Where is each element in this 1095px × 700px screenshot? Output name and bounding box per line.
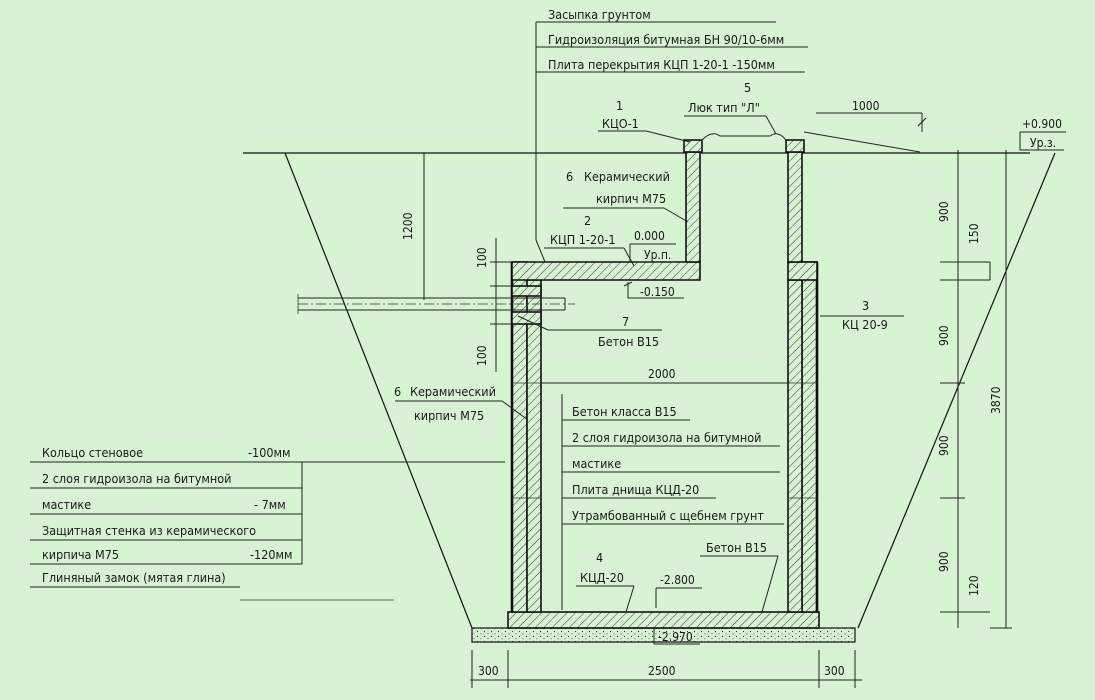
level-bottom: -2.800 -2.970 [653,573,702,645]
svg-text:2500: 2500 [648,664,676,678]
svg-text:Люк тип "Л": Люк тип "Л" [688,100,760,115]
neck-ring-right [785,139,805,153]
bottom-slab [507,611,820,629]
svg-text:Бетон класса В15: Бетон класса В15 [572,404,677,419]
callout-backfill: Засыпка грунтом [548,7,651,22]
callout-part-4: 4 КЦД-20 [576,550,635,613]
svg-text:Бетон В15: Бетон В15 [598,334,659,349]
svg-text:100: 100 [475,247,489,268]
cover-slab [511,261,701,281]
callout-brick-upper: 6 Керамический кирпич М75 [563,169,689,223]
svg-text:6: 6 [394,384,401,399]
svg-text:мастике: мастике [572,456,621,471]
left-brick-wall [526,279,542,613]
svg-text:0.000: 0.000 [634,229,665,243]
left-layers-table: Кольцо стеновое -100мм 2 слоя гидроизола… [30,445,505,601]
svg-text:мастике: мастике [42,497,91,512]
svg-text:300: 300 [824,664,845,678]
neck-right-wall [787,151,803,263]
svg-text:900: 900 [937,435,951,456]
svg-text:Плита днища КЦД-20: Плита днища КЦД-20 [572,482,699,497]
svg-text:2: 2 [584,213,591,228]
inlet-pipe [297,285,575,325]
svg-text:КЦ 20-9: КЦ 20-9 [842,317,888,332]
callout-part-7: 7 Бетон В15 [517,314,662,349]
svg-text:Бетон В15: Бетон В15 [706,540,767,555]
excavation-outline [243,152,1056,629]
svg-text:900: 900 [937,551,951,572]
svg-text:- 7мм: - 7мм [254,497,286,512]
svg-text:100: 100 [475,345,489,366]
right-dims: 900 150 900 900 900 120 3870 [937,150,1012,629]
level-zero: 0.000 Ур.п. [629,229,676,263]
svg-text:5: 5 [744,80,751,95]
svg-text:1000: 1000 [852,99,880,113]
level-minus-0150: -0.150 [623,281,684,299]
svg-text:2000: 2000 [648,367,676,381]
svg-text:Керамический: Керамический [410,384,496,399]
svg-text:4: 4 [596,550,603,565]
svg-text:150: 150 [967,223,981,244]
cover-slab-right [787,261,818,281]
neck-left-wall [685,151,701,263]
svg-text:120: 120 [967,575,981,596]
svg-text:3870: 3870 [989,386,1003,414]
callout-waterproofing: Гидроизоляция битумная БН 90/10-6мм [548,32,784,47]
left-dims: 1200 100 100 [401,153,512,372]
inner-layer-callouts: Бетон класса В15 2 слоя гидроизола на би… [561,394,784,610]
svg-text:-0.150: -0.150 [640,285,675,299]
right-ring-wall [801,261,818,613]
callout-part-5: 5 Люк тип "Л" [684,80,777,135]
svg-text:-2.970: -2.970 [658,630,693,644]
dim-1000: 1000 [803,99,927,153]
svg-text:Ур.з.: Ур.з. [1030,136,1056,150]
svg-text:Утрамбованный с щебнем грунт: Утрамбованный с щебнем грунт [572,508,764,523]
svg-text:кирпич М75: кирпич М75 [596,191,666,206]
neck-ring-left [683,139,703,153]
top-callouts: Засыпка грунтом Гидроизоляция битумная Б… [535,7,808,263]
callout-cover-plate: Плита перекрытия КЦП 1-20-1 -150мм [548,57,775,72]
svg-text:КЦД-20: КЦД-20 [580,570,624,585]
svg-text:-2.800: -2.800 [660,573,695,587]
svg-text:кирпич М75: кирпич М75 [414,408,484,423]
callout-part-1: 1 КЦО-1 [598,98,691,143]
svg-text:+0.900: +0.900 [1022,117,1062,131]
svg-text:Керамический: Керамический [584,169,670,184]
svg-text:КЦО-1: КЦО-1 [602,116,639,131]
svg-text:2 слоя гидроизола на битумной: 2 слоя гидроизола на битумной [572,430,761,445]
svg-text:-120мм: -120мм [250,547,293,562]
svg-text:1: 1 [616,98,623,113]
manhole-hatch [701,133,787,141]
svg-text:3: 3 [862,298,869,313]
callout-part-3: 3 КЦ 20-9 [820,298,904,332]
svg-text:Ур.п.: Ур.п. [644,248,671,262]
svg-text:1200: 1200 [401,212,415,240]
svg-text:300: 300 [478,664,499,678]
svg-text:900: 900 [937,325,951,346]
svg-text:Кольцо стеновое: Кольцо стеновое [42,445,143,460]
level-top: +0.900 Ур.з. [1019,117,1066,151]
callout-part-2: 2 КЦП 1-20-1 [544,213,635,267]
svg-text:900: 900 [937,201,951,222]
svg-text:6: 6 [566,169,573,184]
callout-beton-right: Бетон В15 [700,540,779,613]
svg-text:7: 7 [622,314,629,329]
dim-2000: 2000 [541,367,788,384]
svg-text:-100мм: -100мм [248,445,291,460]
svg-text:Защитная стенка из керамическо: Защитная стенка из керамического [42,523,256,538]
svg-text:КЦП 1-20-1: КЦП 1-20-1 [550,232,615,247]
bottom-dims: 300 2500 300 [470,650,862,688]
right-brick-wall [787,279,803,613]
callout-brick-lower: 6 Керамический кирпич М75 [394,384,529,423]
svg-text:кирпича М75: кирпича М75 [42,547,119,562]
svg-text:2 слоя гидроизола на битумной: 2 слоя гидроизола на битумной [42,471,231,486]
svg-text:Глиняный замок (мятая глина): Глиняный замок (мятая глина) [42,570,226,585]
